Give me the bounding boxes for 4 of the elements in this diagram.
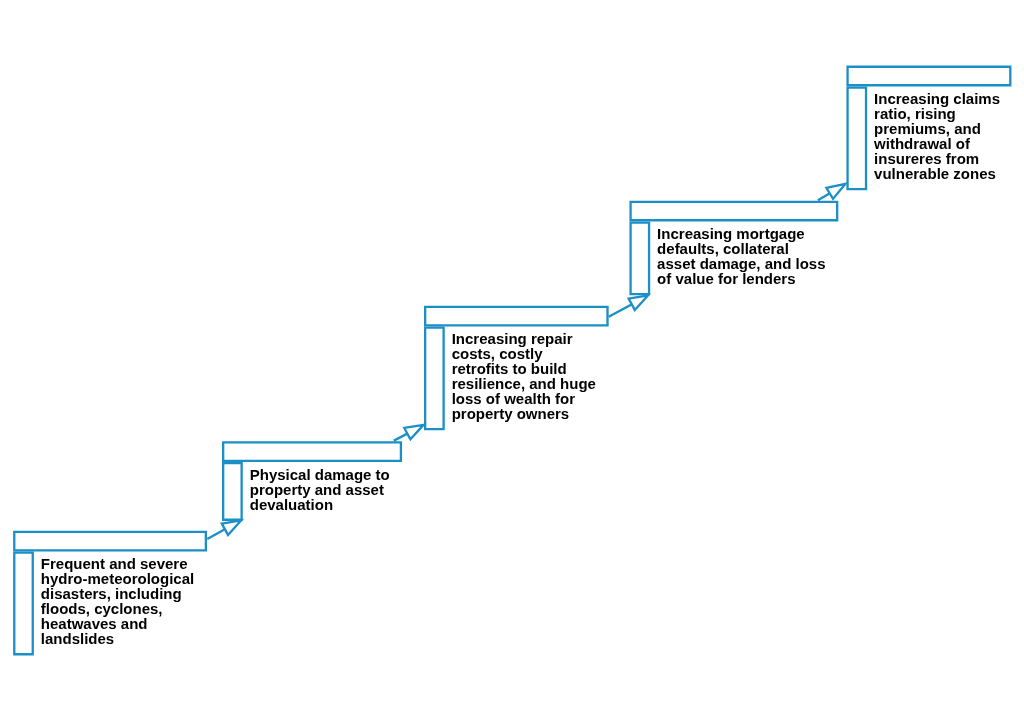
arrow [393, 422, 427, 442]
arrow [608, 293, 652, 318]
arrow [206, 518, 245, 540]
arrow [817, 181, 849, 201]
